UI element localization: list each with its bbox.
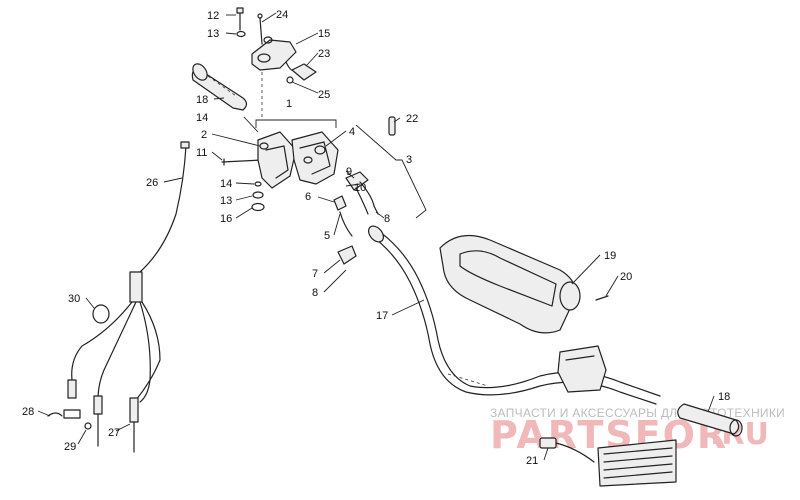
callout-20: 20	[620, 271, 632, 283]
cable-end-middle	[93, 395, 103, 447]
callout-13-top: 13	[207, 28, 219, 40]
handguard-19	[439, 234, 581, 334]
callout-27: 27	[108, 427, 120, 439]
pin-24	[257, 13, 263, 45]
callout-30: 30	[68, 293, 80, 305]
callout-2: 2	[201, 129, 207, 141]
nut-25	[286, 76, 294, 84]
connector-23	[285, 61, 317, 81]
washer-14-lower	[254, 181, 262, 187]
ring-30	[92, 304, 110, 324]
callout-11: 11	[196, 147, 207, 159]
throttle-bracket-15	[251, 36, 297, 120]
bracket-3	[355, 124, 427, 219]
throttle-block	[557, 345, 607, 393]
callout-16: 16	[220, 213, 232, 225]
grip-upper	[191, 63, 248, 111]
callout-18-right: 18	[718, 391, 730, 403]
screw-12	[236, 7, 244, 31]
callout-14-top: 14	[196, 112, 208, 124]
callout-14-lower: 14	[220, 178, 232, 190]
clip-28	[47, 412, 63, 417]
callout-17: 17	[376, 310, 388, 322]
heater-21	[539, 437, 677, 487]
callout-21: 21	[526, 455, 538, 467]
nut-29	[84, 422, 92, 430]
callout-3: 3	[406, 154, 412, 166]
screw-11	[221, 158, 263, 166]
washer-13-lower	[252, 191, 264, 199]
callout-5: 5	[324, 230, 330, 242]
callout-23: 23	[318, 48, 330, 60]
callout-29: 29	[64, 441, 76, 453]
callout-28: 28	[22, 406, 34, 418]
callout-24: 24	[276, 9, 288, 21]
callout-12: 12	[207, 10, 219, 22]
plug-6	[333, 195, 353, 237]
grip-right	[677, 403, 743, 437]
housing-left-2	[257, 131, 297, 189]
callout-22: 22	[406, 113, 418, 125]
callout-25: 25	[318, 89, 330, 101]
callout-6: 6	[305, 191, 311, 203]
callout-4: 4	[349, 126, 355, 138]
callout-26: 26	[146, 177, 158, 189]
callout-8-lower: 8	[312, 287, 318, 299]
callout-15: 15	[318, 28, 330, 40]
clip-7	[337, 245, 357, 265]
washer-13-top	[236, 30, 246, 38]
screw-20	[595, 295, 609, 301]
callout-13-lower: 13	[220, 195, 232, 207]
cable-26	[71, 141, 190, 403]
housing-right-4	[291, 131, 339, 185]
callout-1: 1	[286, 98, 292, 110]
bracket-1	[255, 119, 337, 128]
cable-end-left	[63, 379, 81, 419]
callout-19: 19	[604, 250, 616, 262]
leader-lines	[37, 12, 715, 461]
callout-10: 10	[354, 182, 366, 194]
callout-7: 7	[312, 268, 318, 280]
callout-9: 9	[346, 166, 352, 178]
callout-18-top: 18	[196, 94, 208, 106]
pin-22	[388, 116, 396, 136]
callout-labels: 12 13 24 15 23 25 18 1 14 2 11 14 13 16 …	[22, 9, 730, 467]
callout-8-upper: 8	[384, 213, 390, 225]
cable-end-right-27	[129, 397, 139, 453]
spacer-16	[251, 202, 265, 212]
